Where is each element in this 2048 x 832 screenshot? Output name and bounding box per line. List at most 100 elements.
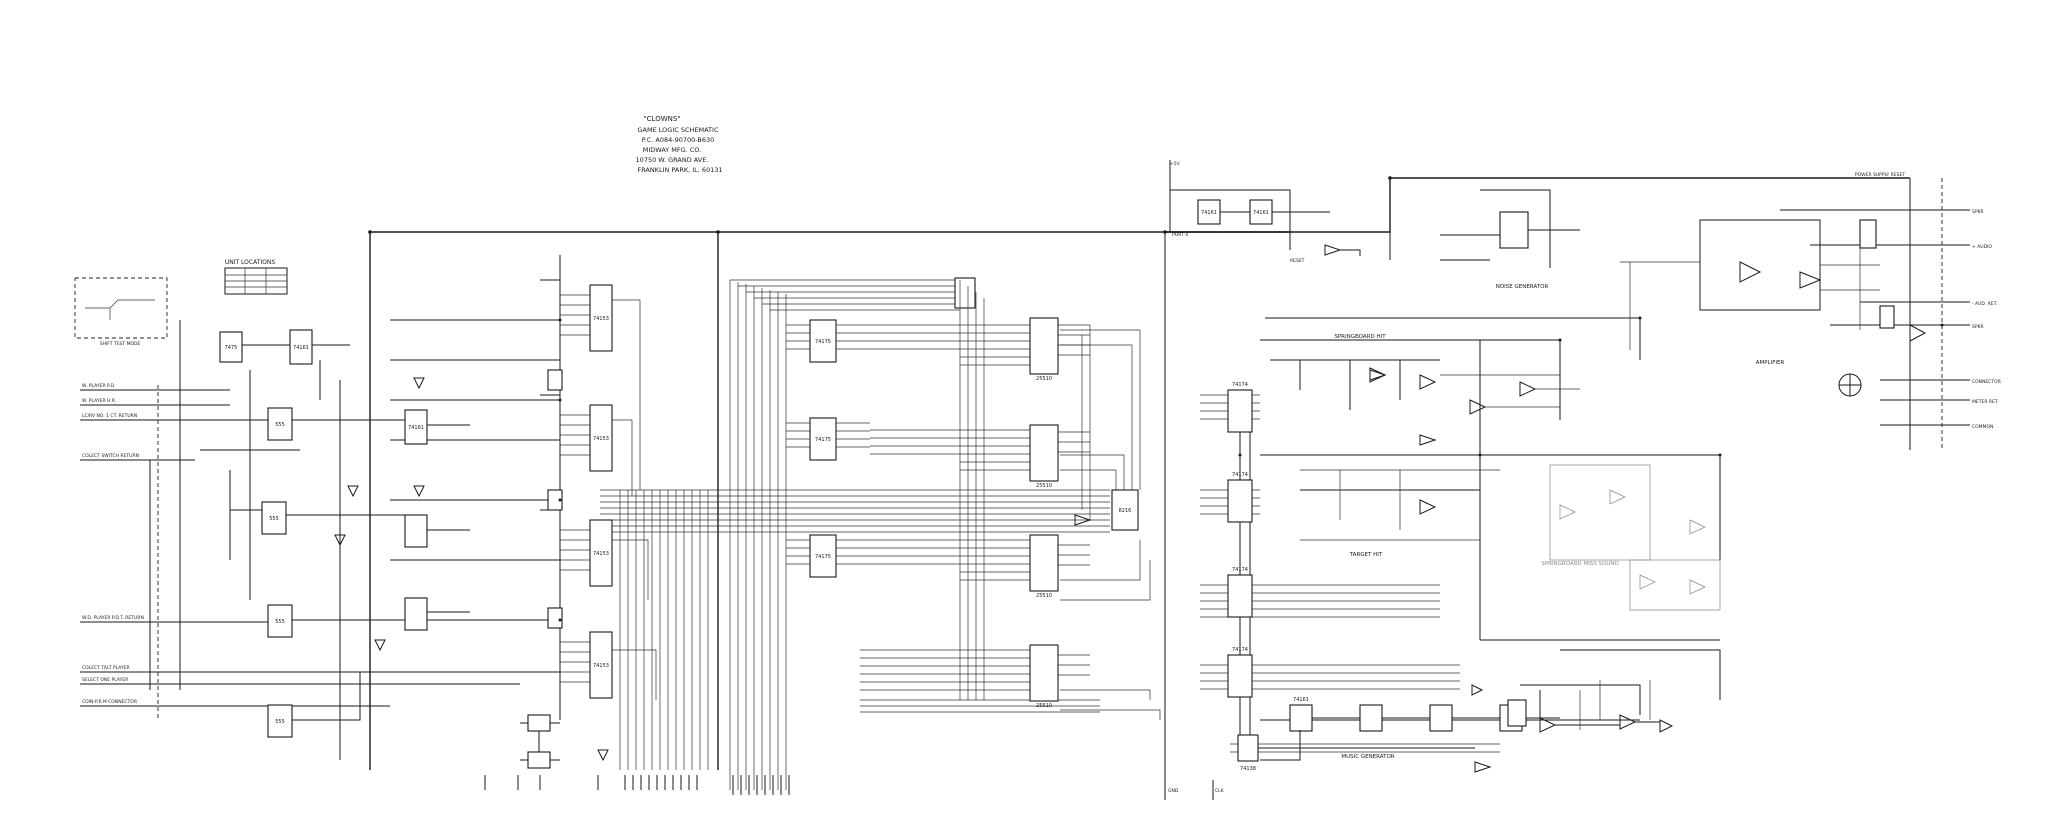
ic-74138: 74138 <box>1237 734 1259 772</box>
unit-locations-title: UNIT LOCATIONS <box>225 259 276 266</box>
title-block: "CLOWNS" GAME LOGIC SCHEMATIC P.C. A084-… <box>636 115 723 174</box>
ic-74161-d: 74161 <box>1249 199 1273 225</box>
noise-generator-label: NOISE GENERATOR <box>1496 284 1549 290</box>
ic-25510-a: 25510 <box>1029 317 1059 382</box>
output-label-6: METER RET. <box>1972 399 1999 405</box>
ic-25510-b: 25510 <box>1029 424 1059 489</box>
svg-text:74161: 74161 <box>408 425 424 431</box>
input-label-6: COLECT TALT PLAYER <box>82 665 130 671</box>
ic-25510-d: 25510 <box>1029 644 1059 709</box>
svg-text:74174: 74174 <box>1232 647 1248 653</box>
svg-text:74153: 74153 <box>593 551 609 557</box>
power-supply-reset-label: POWER SUPPLY RESET <box>1855 172 1905 178</box>
springboard-miss-label: SPRINGBOARD MISS SOUND <box>1541 561 1618 567</box>
title-line-3: P.C. A084-90700-B630 <box>642 136 715 144</box>
music-generator-label: MUSIC GENERATOR <box>1341 754 1394 760</box>
ic-74175-top <box>954 277 976 309</box>
input-label-5: W.D. PLAYER P.D.T. RETURN <box>82 615 144 621</box>
svg-text:74161: 74161 <box>293 345 309 351</box>
springboard-hit-block: SPRINGBOARD HIT <box>1270 334 1580 415</box>
svg-text:555: 555 <box>269 516 279 522</box>
left-input-labels: W. PLAYER P.D. W. PLAYER H.R. LC/RV NO. … <box>82 383 144 705</box>
ic-small-mux-3 <box>547 607 563 629</box>
ic-74153-c: 74153 <box>589 519 613 587</box>
ground-label: GND <box>1168 788 1179 794</box>
input-label-7: SELECT ONE PLAYER <box>82 677 128 683</box>
ic-555-b: 555 <box>261 501 287 535</box>
svg-text:25510: 25510 <box>1036 703 1052 709</box>
svg-text:74175: 74175 <box>815 437 831 443</box>
svg-text:555: 555 <box>275 719 285 725</box>
svg-text:74161: 74161 <box>1201 210 1217 216</box>
ic-74174-d: 74174 <box>1227 647 1253 698</box>
ic-74175-b: 74175 <box>809 417 837 461</box>
svg-text:74153: 74153 <box>593 316 609 322</box>
input-label-1: W. PLAYER P.D. <box>82 383 115 389</box>
svg-text:8216: 8216 <box>1119 508 1132 514</box>
springboard-miss-block: SPRINGBOARD MISS SOUND <box>1541 464 1721 611</box>
output-label-4: SPKR <box>1972 324 1984 330</box>
input-label-3: LC/RV NO. 1 CT. RETURN <box>82 413 137 419</box>
output-stage <box>1507 649 1721 733</box>
clk-label: CLK <box>1215 788 1225 794</box>
springboard-hit-label: SPRINGBOARD HIT <box>1334 334 1386 340</box>
ic-small-mux-2 <box>547 489 563 511</box>
svg-text:7475: 7475 <box>225 345 238 351</box>
ic-74175-c: 74175 <box>809 534 837 578</box>
port4-label: PORT 4 <box>1172 232 1188 238</box>
svg-text:74174: 74174 <box>1232 567 1248 573</box>
ic-74153-d: 74153 <box>589 631 613 699</box>
unit-locations-table: UNIT LOCATIONS <box>224 259 288 295</box>
svg-text:25510: 25510 <box>1036 483 1052 489</box>
ic-74161-a: 74161 <box>289 329 313 365</box>
svg-text:74175: 74175 <box>815 554 831 560</box>
ic-555-a: 555 <box>267 407 293 441</box>
svg-text:74161: 74161 <box>1293 697 1309 703</box>
target-hit-label: TARGET HIT <box>1349 552 1383 558</box>
crystal-block <box>520 714 560 769</box>
svg-text:25510: 25510 <box>1036 593 1052 599</box>
ic-74174-a: 74174 <box>1227 382 1253 433</box>
svg-text:74174: 74174 <box>1232 382 1248 388</box>
svg-text:74175: 74175 <box>815 339 831 345</box>
ic-74175-a: 74175 <box>809 319 837 363</box>
target-hit-block: TARGET HIT <box>1300 469 1500 558</box>
amplifier-block: AMPLIFIER <box>1620 219 1927 397</box>
ic-small-left-2 <box>404 597 428 631</box>
output-label-7: COMMON <box>1972 424 1993 430</box>
title-line-4: MIDWAY MFG. CO. <box>643 146 702 154</box>
svg-text:74138: 74138 <box>1240 766 1256 772</box>
ic-74161-b: 74161 <box>404 409 428 445</box>
svg-text:555: 555 <box>275 619 285 625</box>
reset-label: RESET <box>1290 258 1305 264</box>
input-label-8: COIN-P.R.M CONNECTOR <box>82 699 137 705</box>
right-output-labels: SPKR + AUDIO - AUD. RET. SPKR CONNECTOR … <box>1972 209 2001 430</box>
main-wiring <box>74 177 1970 800</box>
svg-text:25510: 25510 <box>1036 376 1052 382</box>
title-line-5: 10750 W. GRAND AVE. <box>636 156 709 164</box>
svg-text:555: 555 <box>275 422 285 428</box>
ic-8216: 8216 <box>1111 489 1139 531</box>
svg-text:74153: 74153 <box>593 436 609 442</box>
ic-555-d: 555 <box>267 704 293 738</box>
buffer-symbols <box>334 244 1492 773</box>
ic-74174-b: 74174 <box>1227 472 1253 523</box>
svg-text:74153: 74153 <box>593 663 609 669</box>
ic-7475: 7475 <box>219 331 243 363</box>
title-line-1: "CLOWNS" <box>643 115 680 123</box>
ic-74153-b: 74153 <box>589 404 613 472</box>
ic-555-c: 555 <box>267 604 293 638</box>
output-label-2: + AUDIO <box>1972 244 1992 250</box>
amplifier-label: AMPLIFIER <box>1756 360 1785 366</box>
rail-5v-label: +5V <box>1170 161 1181 167</box>
shift-test-mode-label: SHIFT TEST MODE <box>100 341 141 347</box>
ic-small-mux-1 <box>547 369 563 391</box>
ic-74161-e: 74161 <box>1289 697 1313 732</box>
output-label-3: - AUD. RET. <box>1972 301 1997 307</box>
junction-dots <box>368 176 1944 622</box>
output-label-1: SPKR <box>1972 209 1984 215</box>
ic-25510-c: 25510 <box>1029 534 1059 599</box>
input-label-2: W. PLAYER H.R. <box>82 398 116 404</box>
svg-text:74174: 74174 <box>1232 472 1248 478</box>
